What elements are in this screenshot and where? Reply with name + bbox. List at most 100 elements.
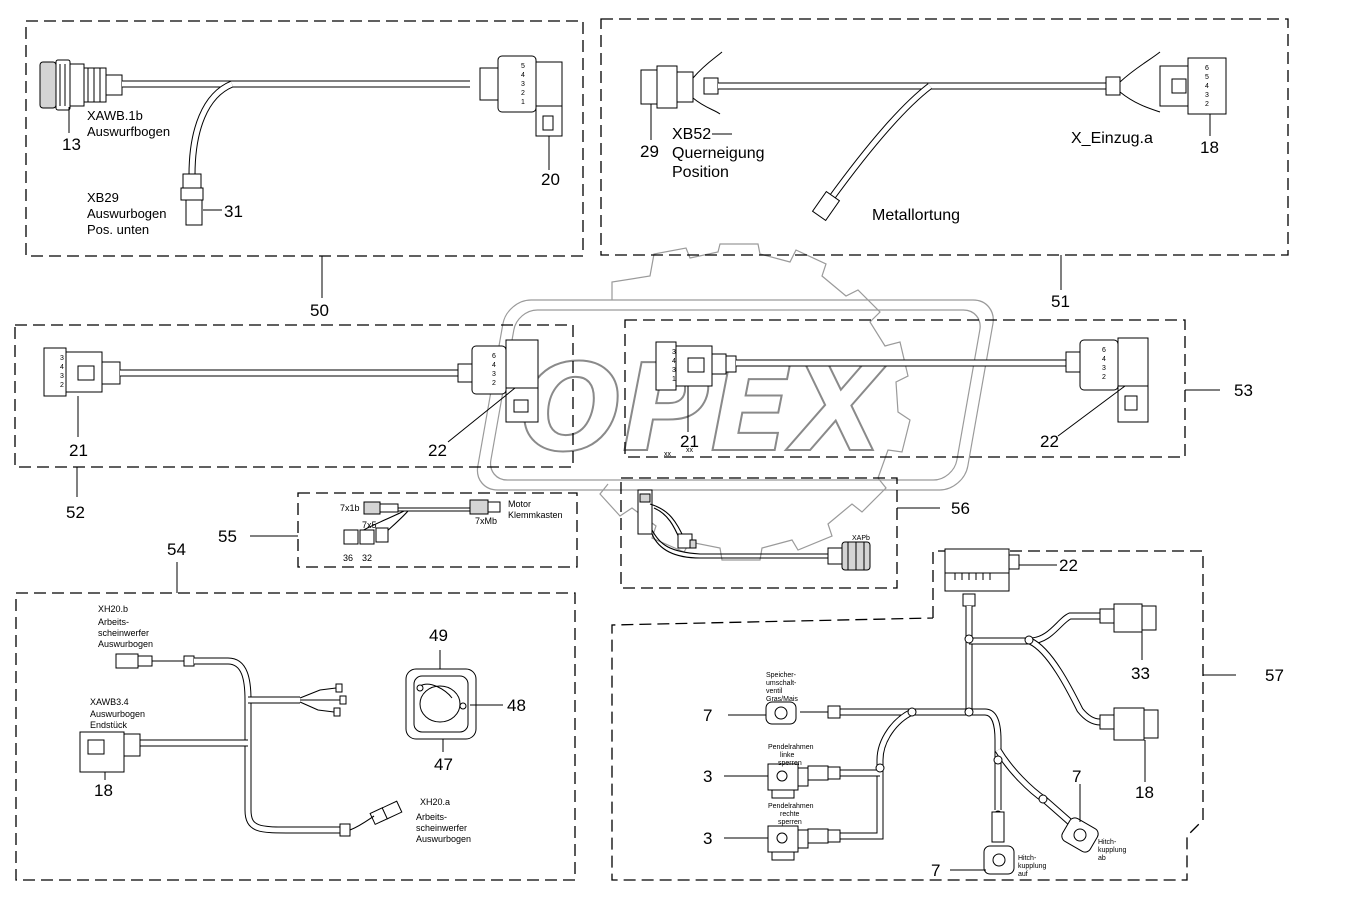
group-52-frame (14, 324, 574, 468)
callout-49: 49 (429, 626, 448, 645)
label-xb29: XB29 (87, 190, 119, 205)
label-xawb34-l2: Auswurbogen (90, 709, 145, 719)
harness-group-55: 7x1b 7x5 7xMb Motor Klemmkasten 36 32 55 (218, 492, 578, 568)
svg-text:4: 4 (1102, 356, 1106, 363)
svg-text:2: 2 (1102, 374, 1106, 381)
svg-text:6: 6 (1205, 65, 1209, 72)
svg-text:4: 4 (521, 72, 525, 79)
label-pl-l3: sperren (778, 760, 802, 767)
label-hab-l2: kupplung (1098, 847, 1127, 854)
gear-outline (599, 243, 911, 561)
label-pr-l1: Pendelrahmen (768, 803, 814, 810)
svg-text:3: 3 (60, 373, 64, 380)
group-56-frame (620, 477, 898, 589)
svg-text:2: 2 (521, 90, 525, 97)
connector-22-right (1079, 339, 1119, 391)
group-54-frame (15, 592, 576, 881)
label-hauf-l1: Hitch- (1018, 855, 1037, 862)
callout-52: 52 (66, 503, 85, 522)
connector-xh20b (115, 653, 139, 669)
callout-3-rechts: 3 (703, 829, 712, 848)
label-xh20a-l2: Arbeits- (416, 812, 447, 822)
label-xb52: XB52 (672, 126, 711, 143)
label-x-einzug: X_Einzug.a (1071, 130, 1153, 147)
callout-33: 33 (1131, 664, 1150, 683)
label-7x5: 7x5 (362, 520, 377, 530)
label-hauf-l3: auf (1018, 871, 1028, 878)
harness-group-57: 57 22 33 18 (611, 548, 1284, 881)
watermark-badge-outer (476, 299, 994, 491)
label-xb29-l3: Pos. unten (87, 222, 149, 237)
callout-22-left: 22 (428, 441, 447, 460)
harness-group-56: XAPb 56 (620, 477, 970, 589)
svg-text:6: 6 (492, 353, 496, 360)
group-55-frame (297, 492, 578, 568)
label-xh20b-l2: Arbeits- (98, 617, 129, 627)
label-pl-l2: linke (780, 752, 795, 759)
svg-text:3: 3 (672, 367, 676, 374)
label-xh20b-l4: Auswurbogen (98, 639, 153, 649)
svg-text:3: 3 (1205, 92, 1209, 99)
metallortung-sensor (811, 190, 841, 222)
label-7xmb: 7xMb (475, 516, 497, 526)
label-xh20b: XH20.b (98, 604, 128, 614)
callout-57: 57 (1265, 666, 1284, 685)
svg-text:4: 4 (672, 358, 676, 365)
label-motor: Motor (508, 499, 531, 509)
label-hauf-l2: kupplung (1018, 863, 1047, 870)
svg-text:1: 1 (672, 376, 676, 383)
svg-text:3: 3 (672, 349, 676, 356)
callout-51: 51 (1051, 292, 1070, 311)
connector-29 (640, 69, 658, 105)
callout-13: 13 (62, 135, 81, 154)
svg-text:4: 4 (1205, 83, 1209, 90)
connector-33 (1113, 603, 1143, 633)
connector-22-lower (944, 548, 1010, 574)
svg-text:5: 5 (1205, 74, 1209, 81)
callout-29: 29 (640, 142, 659, 161)
label-sp-l3: ventil (766, 688, 783, 695)
callout-54: 54 (167, 540, 186, 559)
callout-50: 50 (310, 301, 329, 320)
label-xh20b-l3: scheinwerfer (98, 628, 149, 638)
label-pr-l3: sperren (778, 819, 802, 826)
label-hab-l1: Hitch- (1098, 839, 1117, 846)
svg-text:2: 2 (492, 380, 496, 387)
label-xawb: XAWB.1b (87, 108, 143, 123)
label-sp-l1: Speicher- (766, 672, 797, 679)
callout-21-left: 21 (69, 441, 88, 460)
callout-20: 20 (541, 170, 560, 189)
label-xh20a-l4: Auswurbogen (416, 834, 471, 844)
group-50-frame (25, 20, 584, 257)
connector-20 (479, 67, 499, 101)
callout-32: 32 (362, 553, 372, 563)
label-7x1b: 7x1b (340, 503, 360, 513)
callout-48: 48 (507, 696, 526, 715)
callout-7-hitch-auf: 7 (931, 861, 940, 880)
svg-text:3: 3 (60, 355, 64, 362)
label-xb52-l3: Position (672, 164, 729, 181)
svg-text:xx: xx (686, 447, 694, 454)
group-51-frame (600, 18, 1289, 256)
callout-3-links: 3 (703, 767, 712, 786)
watermark-badge-inner (489, 309, 981, 481)
callout-21-right: 21 (680, 432, 699, 451)
callout-36: 36 (343, 553, 353, 563)
group-53-frame (624, 319, 1186, 458)
connector-31 (182, 173, 202, 189)
svg-text:3: 3 (1102, 365, 1106, 372)
svg-text:xx: xx (664, 451, 672, 458)
label-hab-l3: ab (1098, 855, 1106, 862)
connector-18-lower-right (1113, 707, 1145, 741)
svg-text:4: 4 (492, 362, 496, 369)
label-xapb: XAPb (852, 535, 870, 542)
harness-group-54: 54 49 48 47 (15, 540, 576, 881)
svg-text:4: 4 (60, 364, 64, 371)
callout-47: 47 (434, 755, 453, 774)
svg-text:5: 5 (521, 63, 525, 70)
svg-text:3: 3 (521, 81, 525, 88)
callout-7-speicher: 7 (703, 706, 712, 725)
